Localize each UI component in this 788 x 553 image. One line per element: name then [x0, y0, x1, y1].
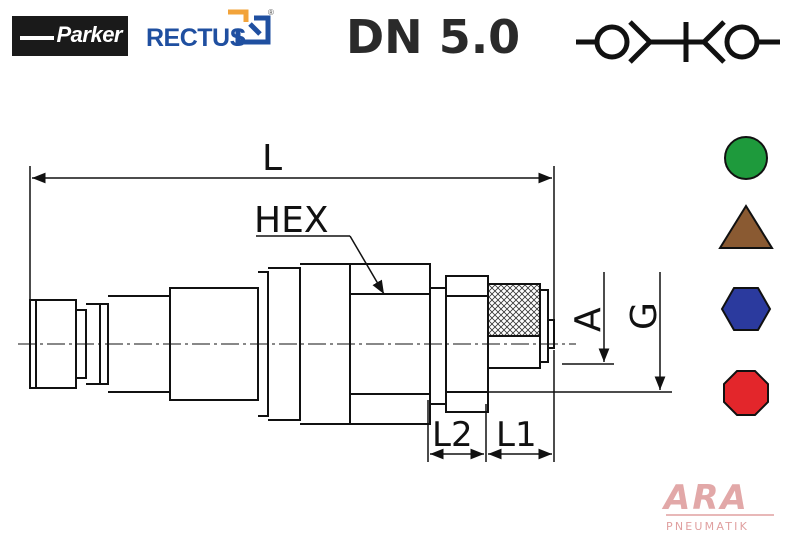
parker-logo: Parker [12, 16, 128, 56]
dimension-A-label: A [568, 307, 609, 332]
knurled-sleeve [487, 283, 541, 337]
nipple-tip [29, 299, 77, 389]
dimension-G-label: G [624, 302, 665, 330]
rectus-logo-text: RECTUS [146, 24, 246, 52]
dimension-L-label: L [262, 138, 282, 179]
dimension-HEX-label: HEX [254, 200, 328, 241]
parker-logo-bar [20, 36, 54, 40]
small-hex [445, 275, 489, 413]
dimension-L1-L2 [427, 350, 555, 462]
legend-triangle-icon [718, 204, 774, 249]
legend-hexagon-icon [720, 287, 772, 331]
hex-nut [349, 263, 431, 425]
ara-watermark-name: ARA [664, 478, 749, 518]
legend-octagon-icon [723, 370, 769, 416]
ara-watermark-sub: PNEUMATIK [666, 520, 750, 533]
parker-logo-text: Parker [56, 22, 122, 47]
dimension-L1-label: L1 [496, 415, 537, 455]
dimension-HEX [256, 235, 385, 295]
rectus-logo-mark [228, 9, 271, 45]
dimension-L [29, 166, 555, 320]
adapter [430, 287, 447, 405]
dimension-A [562, 272, 614, 365]
coupling-body [169, 287, 259, 401]
dimension-G [488, 272, 672, 393]
ara-watermark-line [666, 514, 774, 516]
legend-circle-icon [724, 136, 768, 180]
coupling-symbol-icon [576, 20, 780, 64]
rectus-registered-mark: ® [268, 8, 274, 17]
page-title: DN 5.0 [346, 10, 521, 64]
dimension-L2-label: L2 [432, 415, 473, 455]
